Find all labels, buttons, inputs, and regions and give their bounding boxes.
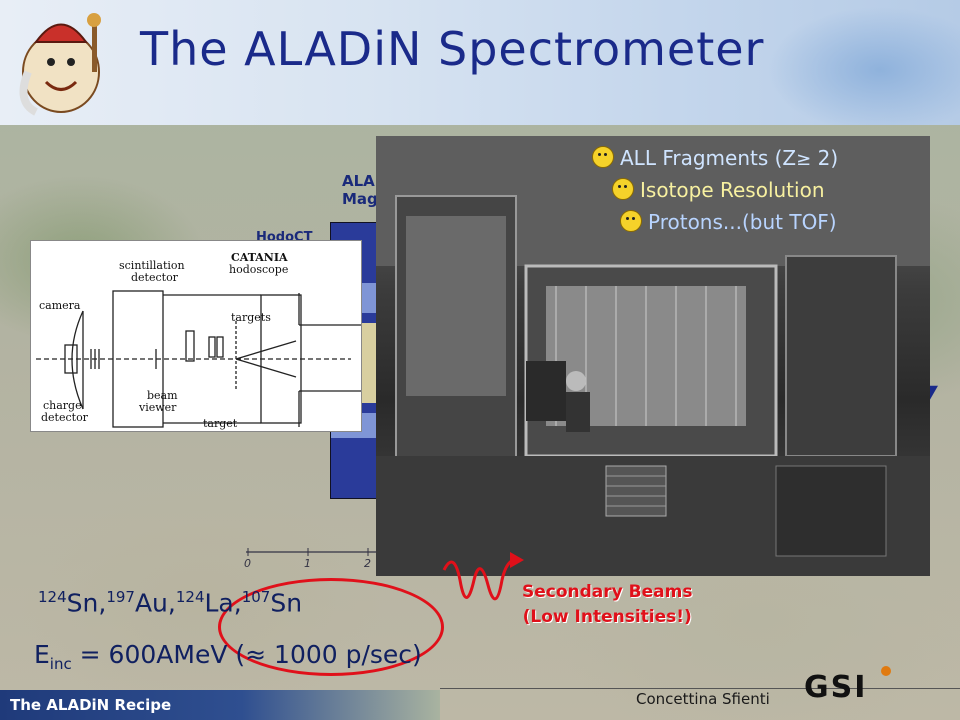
highlight-circle <box>218 578 444 676</box>
label-active-target: target <box>203 417 238 430</box>
smiley-icon <box>592 146 614 168</box>
header-banner <box>0 0 960 125</box>
einc-symbol: E <box>34 640 50 669</box>
footer-author: Concettina Sfienti <box>636 690 770 708</box>
isotope-element: La <box>204 588 234 618</box>
label-camera: camera <box>39 299 81 312</box>
footer-divider <box>440 688 960 689</box>
isotope-mass: 197 <box>106 588 135 606</box>
bullet-protons: Protons...(but TOF) <box>620 210 837 234</box>
magnet-label-line2: Mag <box>342 190 378 208</box>
magnet-label: ALA Mag <box>342 172 378 208</box>
bullet-fragments-suffix: 2) <box>811 146 839 170</box>
isotope-mass: 124 <box>38 588 67 606</box>
bullet-isotope: Isotope Resolution <box>612 178 825 202</box>
approx-symbol: ≈ <box>245 640 267 669</box>
label-targets: targets <box>231 311 271 324</box>
gsi-logo-text: GSI <box>804 670 867 705</box>
spectrometer-photo <box>376 136 930 576</box>
isotope-mass: 124 <box>175 588 205 606</box>
footer-bar <box>0 690 440 720</box>
isotope-element: Sn <box>270 588 303 618</box>
banner-decoration <box>660 0 960 125</box>
label-charge-detector: detector <box>41 411 89 424</box>
page-title: The ALADiN Spectrometer <box>140 22 765 76</box>
distance-scale: 0 1 2 <box>244 548 376 568</box>
smiley-icon <box>612 178 634 200</box>
bullet-fragments-text: ALL Fragments (Z <box>620 146 797 170</box>
bullet-protons-text: Protons...(but TOF) <box>648 210 837 234</box>
secondary-line2: (Low Intensities!) <box>522 607 692 627</box>
label-scint-detector: detector <box>131 271 179 284</box>
label-beam: beam <box>147 389 178 402</box>
secondary-line1: Secondary Beams <box>522 582 693 602</box>
scale-tick: 1 <box>304 557 311 568</box>
isotope-element: Sn <box>66 588 99 618</box>
footer-recipe: The ALADiN Recipe <box>10 696 172 714</box>
aladin-cartoon-logo <box>19 13 101 116</box>
setup-diagram: camera scintillation detector CATANIA ho… <box>30 240 362 442</box>
gsi-logo: GSI <box>804 666 891 705</box>
smiley-icon <box>620 210 642 232</box>
label-viewer: viewer <box>138 401 177 414</box>
label-charge: charge <box>43 399 82 412</box>
isotope-element: Au <box>134 588 168 618</box>
setup-diagram-drawing: camera scintillation detector CATANIA ho… <box>36 251 361 442</box>
scale-tick: 2 <box>364 557 371 568</box>
incident-energy: Einc = 600AMeV (≈ 1000 p/sec) <box>34 640 422 673</box>
bullet-fragments: ALL Fragments (Z≥ 2) <box>592 146 838 170</box>
label-hodoscope: hodoscope <box>229 263 288 276</box>
einc-value: = 600AMeV ( <box>71 640 246 669</box>
bullet-ge-symbol: ≥ <box>796 149 812 170</box>
bullet-isotope-text: Isotope Resolution <box>640 178 825 202</box>
isotope-mass: 107 <box>241 588 271 606</box>
einc-subscript: inc <box>49 655 72 673</box>
magnet-label-line1: ALA <box>342 172 375 190</box>
scale-tick: 0 <box>244 557 251 568</box>
photo-drawing <box>376 136 930 576</box>
wave-arrow <box>442 552 524 601</box>
isotope-list: 124Sn,197Au,124La,107Sn <box>38 588 303 618</box>
label-scintillation: scintillation <box>119 259 185 272</box>
label-catania: CATANIA <box>231 251 288 264</box>
secondary-beams-note: Secondary Beams (Low Intensities!) <box>522 580 692 630</box>
einc-rate: 1000 p/sec) <box>266 640 422 669</box>
